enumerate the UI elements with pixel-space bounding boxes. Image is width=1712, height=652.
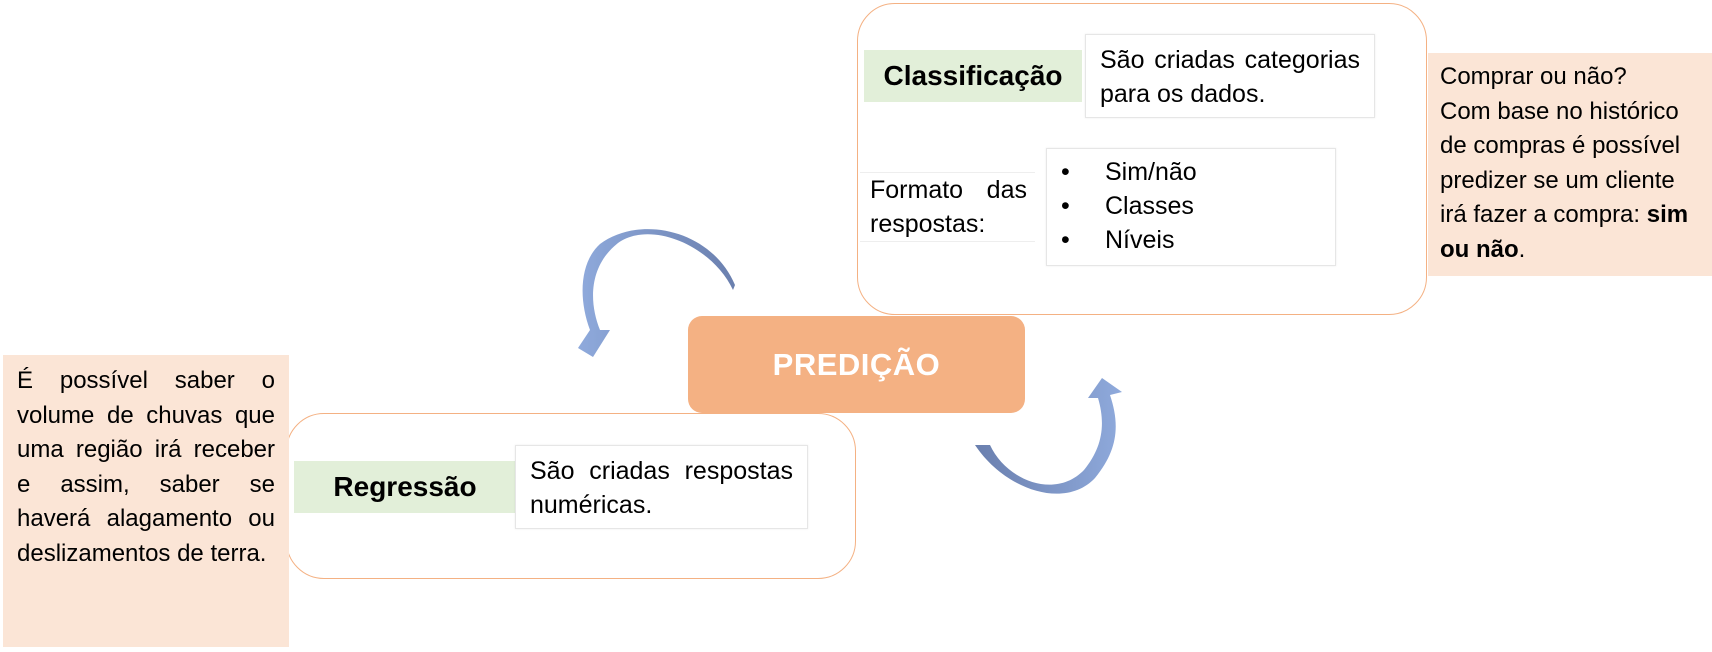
regressao-description: São criadas respostas numéricas. [515, 445, 808, 529]
note-compra-end: . [1518, 235, 1526, 263]
classificacao-title: Classificação [864, 50, 1082, 102]
center-node-label: PREDIÇÃO [772, 346, 941, 382]
note-chuvas: É possível saber o volume de chuvas que … [3, 355, 289, 647]
arrow-bottom-right [975, 378, 1122, 494]
note-compra-bold: sim ou não [1440, 201, 1689, 263]
list-item: Níveis [1047, 223, 1335, 257]
formato-list: Sim/não Classes Níveis [1047, 155, 1335, 257]
note-compra-body: Com base no histórico de compras é possí… [1440, 97, 1681, 229]
list-item: Sim/não [1047, 155, 1335, 189]
note-chuvas-text: É possível saber o volume de chuvas que … [17, 367, 275, 567]
center-node: PREDIÇÃO [688, 316, 1025, 413]
regressao-title: Regressão [294, 461, 516, 513]
note-compra-line1: Comprar ou não? [1440, 63, 1627, 90]
formato-list-box: Sim/não Classes Níveis [1046, 148, 1336, 266]
arrow-top-left [578, 229, 735, 357]
note-compra: Comprar ou não? Com base no histórico de… [1428, 53, 1712, 276]
classificacao-description-text: São criadas categorias para os dados. [1100, 46, 1360, 108]
formato-label: Formato das respostas: [860, 172, 1035, 242]
regressao-description-text: São criadas respostas numéricas. [530, 457, 793, 519]
classificacao-description: São criadas categorias para os dados. [1085, 34, 1375, 118]
list-item: Classes [1047, 189, 1335, 223]
